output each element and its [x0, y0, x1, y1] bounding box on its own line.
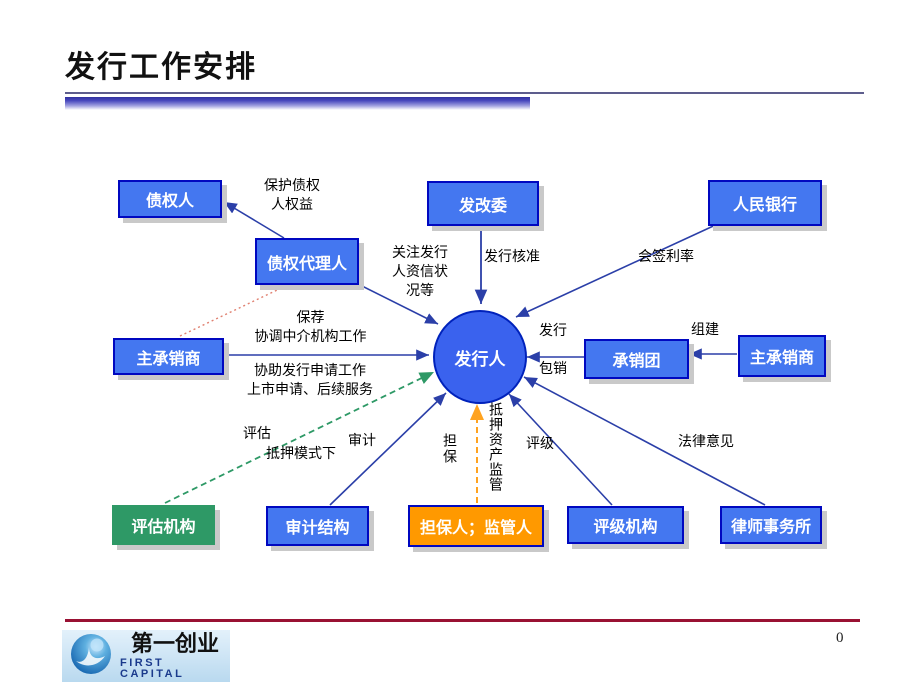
- node-rating-agency-label: 评级机构: [593, 519, 658, 536]
- edge-label-evaluate: 评估: [243, 425, 271, 441]
- footer-divider: [65, 619, 860, 622]
- edge-label-legal-opinion: 法律意见: [678, 433, 734, 449]
- edge-label-audit: 审计: [348, 432, 376, 448]
- node-lead-underwriter-right-label: 主承销商: [749, 350, 814, 367]
- edge-label-protect-creditor: 保护债权 人权益: [264, 177, 320, 212]
- node-issuer-label: 发行人: [454, 349, 506, 369]
- connector-pboc-to-issuer: [515, 221, 723, 318]
- logo-text: 第一创业 FIRST CAPITAL: [120, 630, 230, 680]
- edge-label-assist: 协助发行申请工作 上市申请、后续服务: [247, 362, 373, 397]
- edge-label-credit-status: 关注发行 人资信状 况等: [392, 244, 448, 298]
- node-creditor-agent: 债权代理人: [255, 238, 359, 285]
- page-number: 0: [836, 630, 844, 646]
- edge-label-mortgage-mode: 抵押模式下: [266, 445, 336, 461]
- node-audit-agency: 审计结构: [266, 506, 369, 546]
- node-lead-underwriter-left: 主承销商: [113, 338, 224, 375]
- title-gradient-bar: [65, 97, 530, 110]
- node-creditor: 债权人: [118, 180, 222, 218]
- node-lead-underwriter-left-label: 主承销商: [136, 350, 201, 368]
- edge-label-rating: 评级: [526, 435, 554, 451]
- edge-label-asset-regulation: 抵押资产监管: [488, 402, 504, 492]
- node-guarantor-regulator-label: 担保人；监管人: [419, 520, 532, 537]
- edge-label-countersign-rate: 会签利率: [638, 248, 694, 264]
- edge-label-sponsor: 保荐 协调中介机构工作: [254, 309, 367, 344]
- node-lead-underwriter-right: 主承销商: [738, 335, 826, 377]
- node-appraisal-agency-label: 评估机构: [131, 519, 196, 536]
- connector-rating-to-issuer: [508, 393, 613, 506]
- node-ndrc: 发改委: [427, 181, 539, 226]
- edge-label-issue: 发行: [539, 322, 567, 338]
- node-audit-agency-label: 审计结构: [285, 520, 350, 537]
- page-title: 发行工作安排: [65, 51, 257, 84]
- globe-icon: [68, 631, 114, 682]
- edge-label-underwrite: 包销: [539, 360, 567, 376]
- node-law-firm: 律师事务所: [720, 506, 822, 544]
- node-syndicate-label: 承销团: [612, 353, 661, 370]
- company-logo: 第一创业 FIRST CAPITAL: [62, 630, 230, 682]
- node-issuer: 发行人: [433, 310, 527, 404]
- node-pboc: 人民银行: [708, 180, 822, 226]
- logo-english-name: FIRST CAPITAL: [120, 656, 185, 680]
- node-rating-agency: 评级机构: [567, 506, 684, 544]
- edge-label-guarantee: 担保: [442, 433, 458, 465]
- logo-chinese-name: 第一创业: [130, 630, 219, 656]
- node-creditor-agent-label: 债权代理人: [266, 255, 347, 273]
- node-pboc-label: 人民银行: [732, 197, 797, 214]
- edge-label-form-syndicate: 组建: [691, 321, 719, 337]
- node-guarantor-regulator: 担保人；监管人: [408, 505, 544, 547]
- node-syndicate: 承销团: [584, 339, 689, 379]
- edge-label-issue-approval: 发行核准: [484, 248, 540, 264]
- node-appraisal-agency: 评估机构: [112, 505, 215, 545]
- title-underline: [65, 92, 864, 94]
- node-ndrc-label: 发改委: [458, 197, 507, 215]
- node-law-firm-label: 律师事务所: [730, 519, 811, 536]
- node-creditor-label: 债权人: [145, 193, 194, 210]
